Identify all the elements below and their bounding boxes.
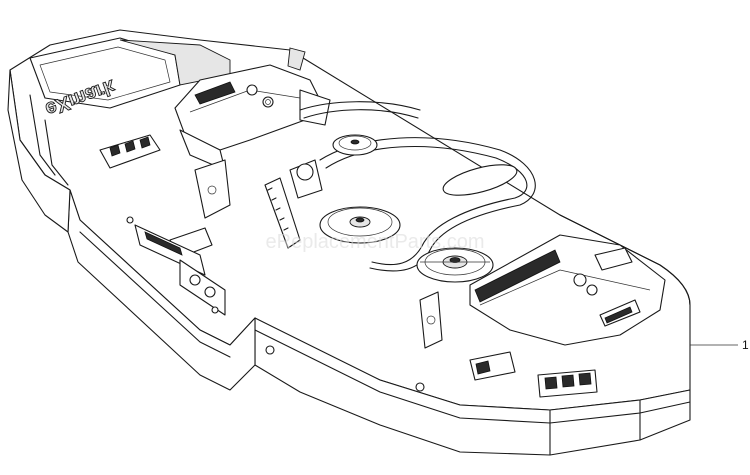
- front-brackets: [126, 216, 443, 392]
- callout-1: 1: [690, 338, 749, 352]
- idler-bracket: [169, 159, 323, 259]
- right-spindle-pulley: [416, 247, 494, 283]
- deck-label-plate: [134, 224, 226, 316]
- front-warning-decals: [469, 351, 598, 398]
- drive-belt: [299, 101, 536, 272]
- warning-decal-rear: [99, 134, 161, 169]
- center-idler-pulley: [332, 134, 378, 156]
- callout-1-label: 1: [742, 338, 749, 352]
- left-spindle-pulley: [319, 206, 401, 244]
- brand-logo-plate: eXmark: [29, 37, 231, 121]
- watermark-text: eReplacementParts.com: [266, 231, 485, 253]
- right-belt-cover: [469, 234, 666, 346]
- left-belt-cover: [174, 47, 331, 171]
